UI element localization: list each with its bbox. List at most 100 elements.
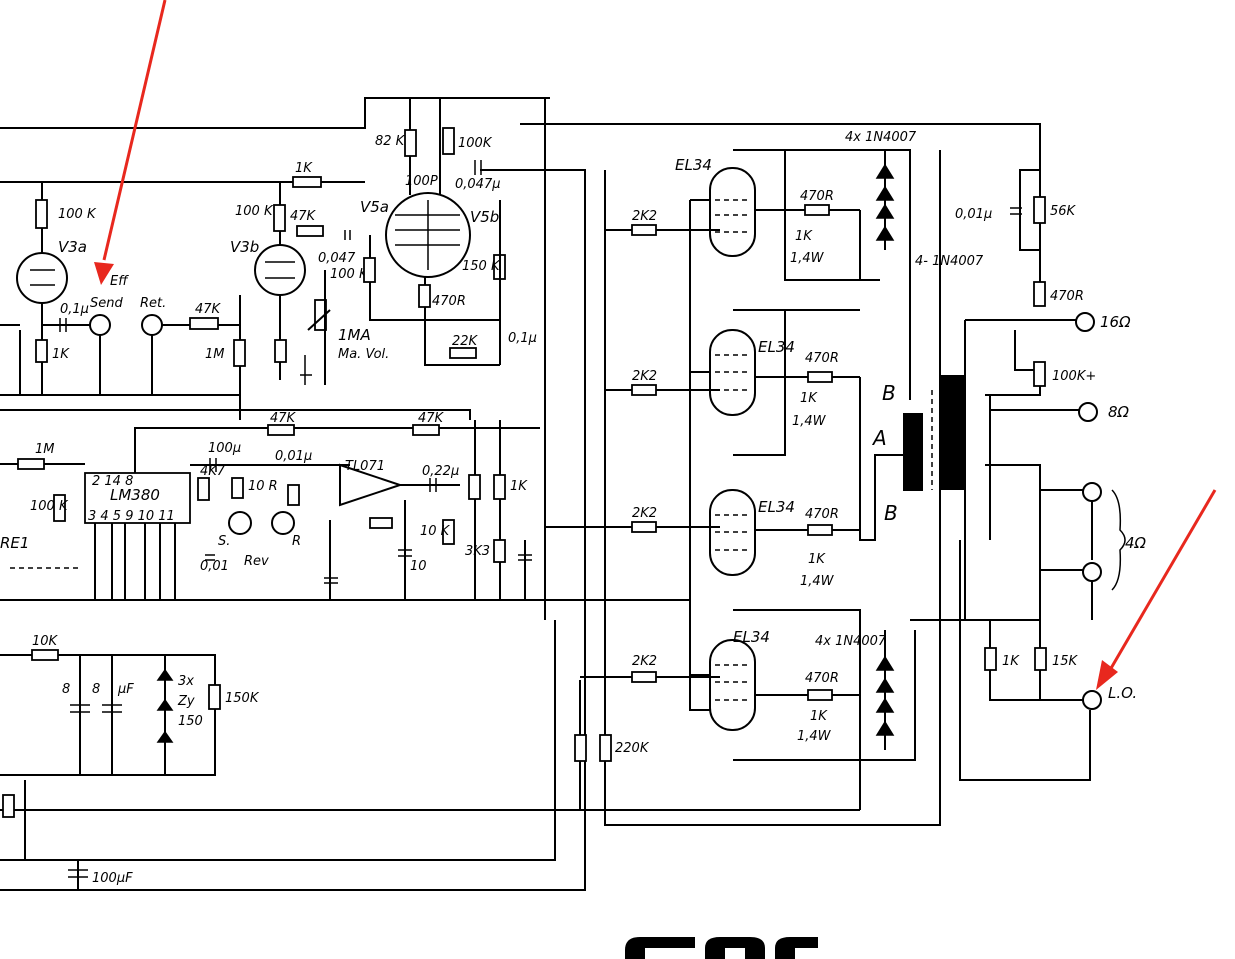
rails [0,97,1091,891]
label-r-1k-c: 1K [510,479,528,494]
label-r-82k: 82 K [375,134,406,149]
send-jack[interactable] [89,314,111,336]
label-c-001-c: 0,01µ [275,449,312,464]
label-lo: L.O. [1108,684,1137,702]
label-cap-uf: µF [117,682,134,697]
label-lm-pins-b: 3 4 5 9 10 11 [88,509,175,524]
label-pw-1: 1,4W [790,251,825,266]
transformer-primary [903,413,923,491]
label-c-001-b: 0,01 [200,559,229,574]
label-pot-1ma: 1MA [338,326,371,344]
tube-el34-1 [709,167,756,257]
label-r-220k: 220K [615,741,650,756]
tube-v3b [254,244,306,296]
label-el34-3: EL34 [758,498,795,516]
label-max-vol: Ma. Vol. [338,347,389,362]
label-r-2k2-4: 2K2 [632,654,657,669]
label-r-10r: 10 R [248,479,278,494]
label-diodes-bot: 4x 1N4007 [815,634,887,649]
label-c-01u-b: 0,1µ [508,331,537,346]
transformer-secondary [940,375,965,490]
tube-v3a [16,252,68,304]
arrow-lo [1108,489,1217,671]
logo [625,937,818,959]
label-r-100k-c: 100 K [30,499,69,514]
output-stage: EL34 2K2 470R 1K 1,4W EL34 2K2 470R 1K 1… [545,130,984,750]
return-jack[interactable] [141,314,163,336]
preamp-section: 100 K V3a 0,1µ 1K Eff Send Ret. 47K 1M 1… [16,98,537,420]
label-ret: Ret. [140,296,166,311]
label-r-1k-pw-4: 1K [810,709,828,724]
label-el34-4: EL34 [733,628,770,646]
power-supply-section: 10K 8 8 µF 3x Zy 150 150K 100µF 220K [2,634,650,890]
label-r-2k2-3: 2K2 [632,506,657,521]
label-r-56k: 56K [1050,204,1077,219]
tube-el34-4 [709,639,756,731]
arrowhead-send [94,262,114,285]
label-c-01u: 0,1µ [60,302,89,317]
line-out-jack[interactable] [1082,690,1102,710]
label-lm380: LM380 [110,486,160,504]
label-v3b: V3b [230,238,259,256]
label-r-47k-a: 47K [195,302,222,317]
label-diodes-mid: 4- 1N4007 [915,254,984,269]
label-diodes-top: 4x 1N4007 [845,130,917,145]
label-r-47k-d: 47K [418,411,445,426]
label-r-4k7: 4K7 [200,464,226,479]
label-el34-1: EL34 [675,156,712,174]
output-4ohm-jack-2[interactable] [1082,562,1102,582]
label-lm-pins: 2 14 8 [92,474,133,489]
label-send: Send [90,296,123,311]
label-r-100k-small: 100 K [330,267,369,282]
chip-lm380 [84,472,191,524]
label-trans-b2: B [884,501,898,525]
label-r-1k-pw-3: 1K [808,552,826,567]
label-eff: Eff [110,274,129,289]
label-v5b: V5b [470,208,499,226]
label-v3a: V3a [58,238,87,256]
label-r-1m-b: 1M [35,442,55,457]
label-c-001u: 0,01µ [955,207,992,222]
label-r-2k2-1: 2K2 [632,209,657,224]
reverb-return-jack[interactable] [271,511,295,535]
label-r-10k: 10K [32,634,59,649]
label-c-100p: 100P [405,174,438,189]
label-r-1k-top: 1K [295,161,313,176]
label-tl071: TL071 [345,459,385,474]
label-pw-2: 1,4W [792,414,827,429]
output-16ohm-jack[interactable] [1075,312,1095,332]
label-r-470r-2: 470R [805,351,839,366]
label-zener-150: 150 [178,714,203,729]
output-8ohm-jack[interactable] [1078,402,1098,422]
label-r-3k3: 3K3 [465,544,490,559]
label-r-15k-lo: 15K [1052,654,1079,669]
label-r-1k-lo: 1K [1002,654,1020,669]
label-r-100k-v3a: 100 K [58,207,97,222]
label-s: S. [218,534,230,549]
label-r: R [292,534,301,549]
label-r-2k2-2: 2K2 [632,369,657,384]
label-c-022: 0,22µ [422,464,459,479]
label-trans-a: A [871,426,887,450]
tube-el34-2 [709,329,756,416]
annotation-arrows [94,0,1217,690]
label-r-150k: 150 K [462,259,501,274]
label-r-150k-b: 150K [225,691,260,706]
label-trans-b1: B [882,381,896,405]
label-zener-zy: Zy [177,694,195,709]
reverb-send-jack[interactable] [228,511,252,535]
label-el34-2: EL34 [758,338,795,356]
tube-el34-3 [709,489,756,576]
label-r-10k-b: 10 K [420,524,451,539]
label-cap-8b: 8 [92,682,100,697]
label-c-0047m: 0,047µ [455,177,501,192]
output-4ohm-jack-1[interactable] [1082,482,1102,502]
label-out8: 8Ω [1108,403,1130,421]
label-re1: RE1 [0,534,29,552]
label-rev: Rev [244,554,269,569]
label-r-100k-pot: 100K+ [1052,369,1096,384]
label-pw-4: 1,4W [797,729,832,744]
output-network: 0,01µ 56K 470R 100K+ 16Ω 8Ω 4Ω 1K 15K L.… [955,169,1147,710]
label-c-100m: 100µ [208,441,241,456]
